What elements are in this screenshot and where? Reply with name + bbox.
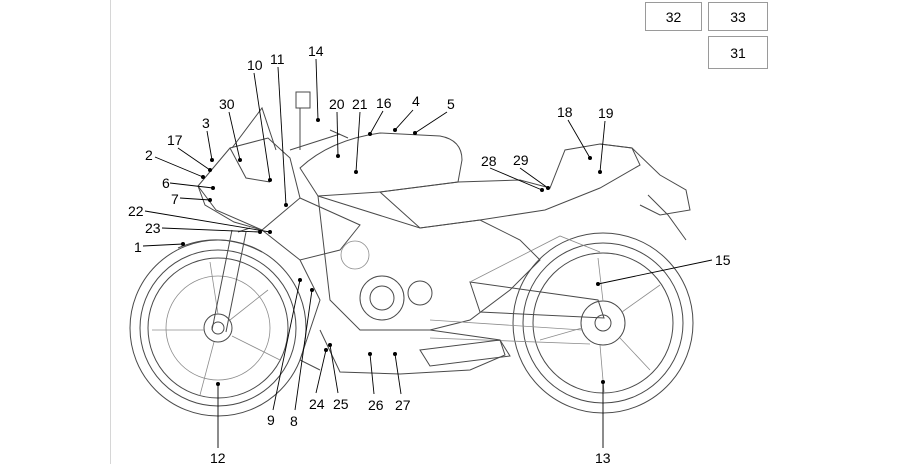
leader-dot-8 [310, 288, 314, 292]
leader-line-16 [369, 110, 384, 135]
leader-line-8 [294, 289, 313, 411]
leader-line-21 [355, 111, 361, 173]
leader-line-23 [161, 227, 261, 233]
callout-11: 11 [270, 51, 285, 67]
callout-27: 27 [395, 397, 411, 413]
leader-line-30 [228, 111, 241, 161]
leader-dot-1 [181, 242, 185, 246]
callout-9: 9 [267, 412, 275, 428]
leader-dot-29 [546, 186, 550, 190]
leader-dot-9 [298, 278, 302, 282]
leader-dot-2 [201, 175, 205, 179]
legend-box-31: 31 [708, 36, 768, 69]
leader-dot-24 [324, 348, 328, 352]
leader-dot-22 [268, 230, 272, 234]
leader-dot-16 [368, 132, 372, 136]
leader-line-1 [142, 243, 184, 247]
leader-dot-15 [596, 282, 600, 286]
leader-line-29 [519, 167, 549, 189]
callout-16: 16 [376, 95, 392, 111]
legend-box-33: 33 [708, 2, 768, 31]
leader-line-27 [394, 353, 402, 395]
leader-dot-20 [336, 154, 340, 158]
leader-line-5 [414, 111, 448, 134]
leader-dot-12 [216, 382, 220, 386]
leader-dot-30 [238, 158, 242, 162]
callout-20: 20 [329, 96, 345, 112]
leader-dot-27 [393, 352, 397, 356]
callout-3: 3 [202, 115, 210, 131]
leader-line-26 [369, 353, 375, 395]
leader-line-24 [315, 349, 327, 394]
callout-8: 8 [290, 413, 298, 429]
legend-box-32: 32 [645, 2, 702, 31]
callout-14: 14 [308, 43, 324, 59]
callout-25: 25 [333, 396, 349, 412]
leader-line-6 [169, 182, 214, 189]
leader-line-3 [206, 130, 213, 161]
leader-line-14 [315, 58, 319, 121]
leader-dot-18 [588, 156, 592, 160]
leader-line-20 [336, 111, 339, 157]
front-wheel [129, 239, 307, 417]
leader-dot-26 [368, 352, 372, 356]
leader-dot-25 [328, 343, 332, 347]
leader-dot-3 [210, 158, 214, 162]
leader-dot-13 [601, 380, 605, 384]
callout-12: 12 [210, 450, 226, 464]
leader-line-28 [489, 167, 543, 191]
callout-1: 1 [134, 239, 142, 255]
leader-dot-6 [211, 186, 215, 190]
leader-dot-23 [258, 230, 262, 234]
callout-24: 24 [309, 396, 325, 412]
leader-line-17 [177, 147, 211, 171]
leader-line-10 [253, 72, 271, 181]
leader-dot-11 [284, 203, 288, 207]
leader-dot-5 [413, 131, 417, 135]
callout-21: 21 [352, 96, 368, 112]
callout-5: 5 [447, 96, 455, 112]
callout-29: 29 [513, 152, 529, 168]
leader-dot-28 [540, 188, 544, 192]
callout-28: 28 [481, 153, 497, 169]
leader-line-4 [394, 109, 414, 131]
callout-15: 15 [715, 252, 731, 268]
callout-18: 18 [557, 104, 573, 120]
callout-10: 10 [247, 57, 263, 73]
leader-line-15 [597, 259, 713, 285]
callout-13: 13 [595, 450, 611, 464]
leader-dot-10 [268, 178, 272, 182]
callout-2: 2 [145, 147, 153, 163]
callout-22: 22 [128, 203, 144, 219]
leader-line-2 [154, 156, 204, 178]
leader-dot-7 [208, 198, 212, 202]
callout-7: 7 [171, 191, 179, 207]
leader-line-18 [567, 119, 591, 159]
leader-dot-19 [598, 170, 602, 174]
leader-dot-4 [393, 128, 397, 132]
leader-line-11 [277, 66, 287, 206]
leader-line-19 [599, 120, 606, 173]
callout-17: 17 [167, 132, 183, 148]
callout-23: 23 [145, 220, 161, 236]
leader-dot-21 [354, 170, 358, 174]
leader-line-22 [144, 210, 271, 233]
leader-line-9 [272, 279, 301, 411]
leader-line-25 [329, 344, 339, 394]
leader-line-7 [179, 197, 211, 201]
leader-dot-17 [208, 168, 212, 172]
callout-4: 4 [412, 93, 420, 109]
leader-dot-14 [316, 118, 320, 122]
callout-6: 6 [162, 175, 170, 191]
callout-30: 30 [219, 96, 235, 112]
page-margin-line [110, 0, 111, 464]
callout-26: 26 [368, 397, 384, 413]
callout-19: 19 [598, 105, 614, 121]
